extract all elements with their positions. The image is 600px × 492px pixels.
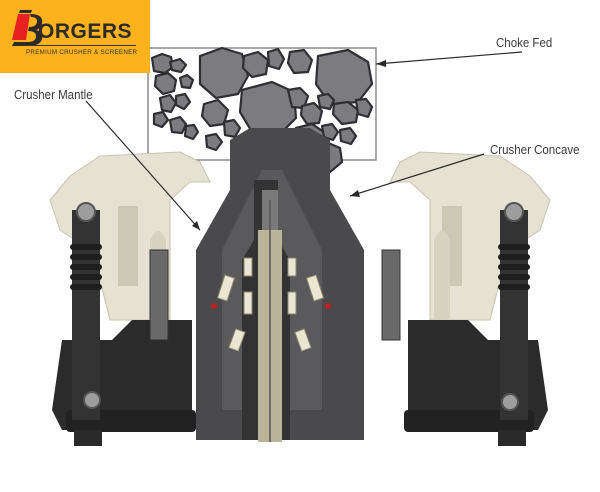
feed-rocks (150, 46, 374, 174)
crusher-mantle-pointer (85, 100, 201, 231)
right-concave-frame (389, 151, 551, 330)
logo-tagline: PREMIUM CRUSHER & SCREENER (26, 49, 138, 56)
crusher-concave-pointer (349, 153, 485, 197)
label-crusher-mantle: Crusher Mantle (14, 88, 93, 102)
left-adjustment-thread (149, 249, 169, 341)
logo-b-mark-icon (12, 10, 43, 46)
choke-fed-pointer (375, 51, 523, 65)
left-tramp-release-cylinder (70, 202, 102, 446)
right-adjustment-thread (381, 249, 401, 341)
right-tramp-release-cylinder (498, 202, 530, 446)
crusher-core (196, 128, 364, 442)
borgers-logo: ORGERS PREMIUM CRUSHER & SCREENER (0, 0, 150, 73)
label-choke-fed: Choke Fed (496, 36, 553, 50)
label-crusher-concave: Crusher Concave (490, 143, 580, 157)
logo-wordmark: ORGERS (38, 20, 133, 43)
logo-divider (24, 45, 136, 46)
